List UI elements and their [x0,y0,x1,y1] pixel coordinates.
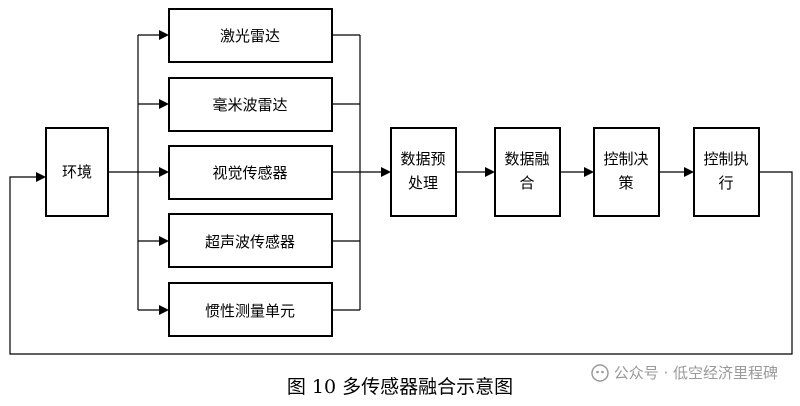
box-mmwave-radar [168,77,333,132]
box-environment [45,127,109,217]
label-ultrasonic-sensor: 超声波传感器 [205,233,295,251]
box-lidar [168,8,333,63]
label-mmwave-radar: 毫米波雷达 [212,96,287,114]
arrowheads [36,30,694,315]
label-vision-sensor: 视觉传感器 [212,164,287,182]
box-execution [693,127,760,217]
box-ultrasonic-sensor [168,213,333,268]
label-decision-line2: 策 [618,174,633,192]
connectors [9,34,793,355]
label-environment: 环境 [62,163,92,181]
figure-caption: 图 10 多传感器融合示意图 [286,376,514,398]
label-imu: 惯性测量单元 [205,302,295,320]
label-decision-line1: 控制决 [603,150,648,168]
label-execution-line1: 控制执 [703,150,748,168]
label-preprocess-line1: 数据预 [400,150,445,168]
watermark: 公众号 · 低空经济里程碑 [590,362,778,383]
label-fusion-line2: 合 [519,174,534,192]
watermark-text: 公众号 · 低空经济里程碑 [613,364,778,382]
box-decision [593,127,660,217]
label-preprocess-line2: 处理 [408,174,438,192]
box-imu [168,282,333,337]
box-preprocess [390,127,457,217]
wechat-icon [590,363,609,382]
box-fusion [494,127,561,217]
label-lidar: 激光雷达 [220,27,280,45]
label-execution-line2: 行 [718,174,733,192]
label-fusion-line1: 数据融 [504,150,549,168]
